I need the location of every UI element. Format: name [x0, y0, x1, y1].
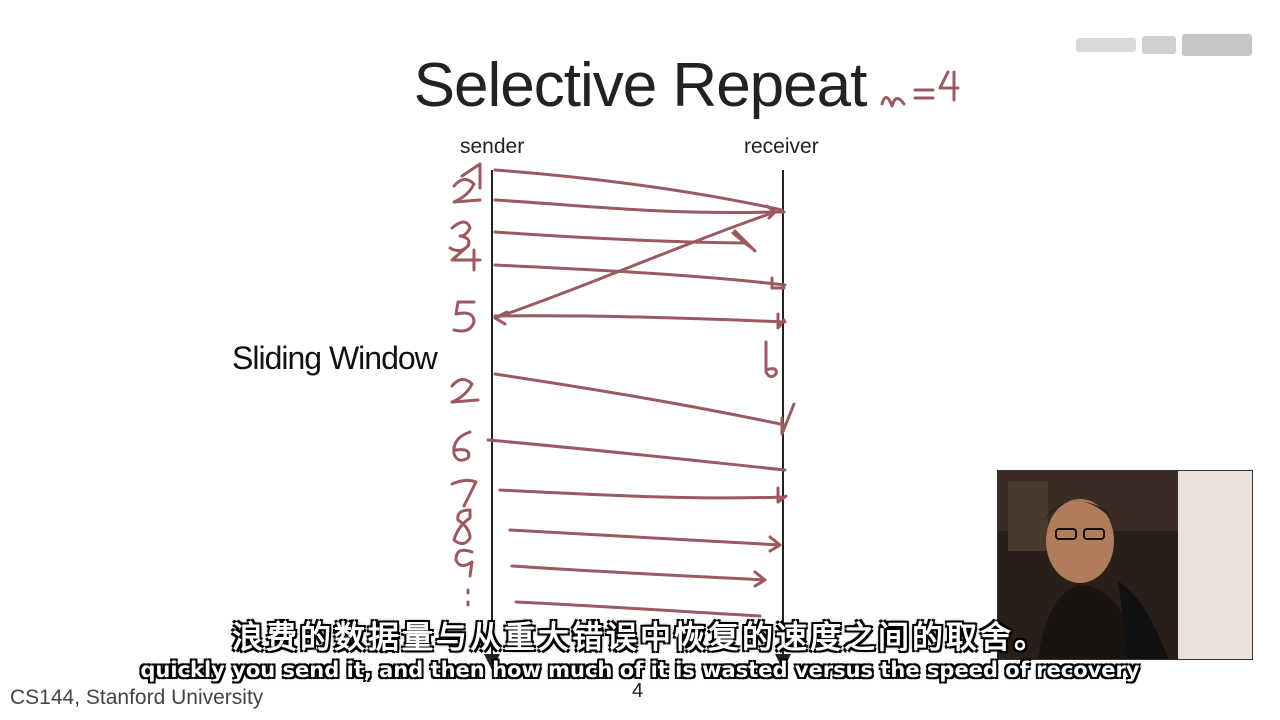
window-size-annotation [880, 70, 960, 108]
receiver-mark-7 [780, 402, 796, 436]
subtitle-english: quickly you send it, and then how much o… [140, 658, 1140, 682]
packet-2b-arrow [493, 372, 787, 427]
page-number: 4 [632, 680, 644, 702]
receiver-label: receiver [744, 135, 819, 158]
sender-number-1 [460, 162, 482, 190]
sender-number-9 [454, 548, 474, 578]
packet-1-arrow [493, 168, 784, 212]
sender-number-4 [450, 244, 482, 272]
packet-2-arrow [493, 198, 777, 220]
receiver-mark-8 [776, 486, 788, 504]
packet-9-arrow [510, 564, 767, 588]
return-arrow [493, 210, 777, 326]
receiver-mark-5 [776, 312, 786, 330]
packet-4-arrow [493, 263, 787, 287]
sender-number-8 [452, 508, 472, 545]
watermark-logo [1076, 34, 1252, 56]
subtitle-chinese: 浪费的数据量与从重大错误中恢复的速度之间的取舍。 [232, 620, 1048, 656]
instructor-image [998, 471, 1252, 659]
sender-number-5 [452, 300, 476, 333]
packet-6-arrow [486, 438, 787, 472]
sender-number-7 [450, 478, 478, 508]
receiver-mark-6 [764, 340, 778, 379]
sender-number-2b [450, 378, 480, 404]
slide-title: Selective Repeat [413, 51, 868, 120]
course-footer: CS144, Stanford University [10, 686, 264, 709]
receiver-mark-4 [770, 276, 786, 290]
packet-5-arrow [493, 314, 787, 324]
packet-3-arrow [493, 229, 757, 253]
sender-label: sender [460, 135, 525, 158]
packet-8-arrow [508, 528, 782, 553]
sender-number-2 [452, 178, 482, 204]
packet-10-arrow [514, 600, 762, 618]
packet-7-arrow [498, 488, 787, 500]
sliding-window-label: Sliding Window [232, 340, 438, 376]
instructor-video [997, 470, 1253, 660]
sender-number-6 [452, 430, 472, 462]
